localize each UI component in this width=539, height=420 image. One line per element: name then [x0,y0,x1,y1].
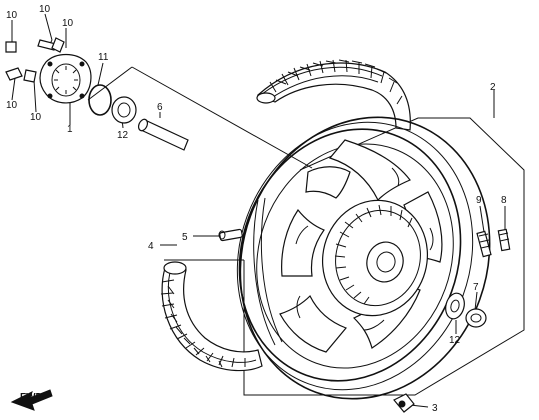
balance-weight-9 [476,230,492,258]
callout-3: 3 [432,403,438,414]
callout-6: 6 [157,102,163,113]
wheel-hub [321,199,429,317]
tire-lower [160,261,263,372]
callout-12-upper: 12 [117,130,129,141]
driven-flange [39,53,92,104]
callout-10-top-left: 10 [6,10,18,21]
callout-9: 9 [476,195,482,206]
callout-10-bottom-center: 10 [30,112,42,123]
wheel-rim [236,116,491,400]
spacer-tube [137,118,189,151]
callout-4: 4 [148,241,154,252]
callout-1: 1 [67,124,73,135]
flange-bolts [5,37,65,83]
callout-10-bottom-left: 10 [6,100,18,111]
callout-12-lower: 12 [449,335,461,346]
balance-weight-8 [497,228,511,252]
o-ring [88,84,112,116]
bearing-upper [111,96,137,124]
callout-8: 8 [501,195,507,206]
tire-upper [256,59,411,131]
tire-upper-tread [269,59,403,105]
hub-cooling-fins [334,204,413,305]
fwd-label: FWD [20,392,43,403]
callout-10-top-right: 10 [62,18,74,29]
valve-cap [393,393,415,413]
bearing-lower [445,292,465,320]
callout-2: 2 [490,82,496,93]
callout-5: 5 [182,232,188,243]
callout-7: 7 [473,282,479,293]
exploded-view-frame [87,66,525,396]
axle-nut [465,308,487,328]
fwd-arrow [10,389,53,411]
valve-stem [218,228,243,242]
callout-11: 11 [98,52,109,63]
callout-numbers: 1 2 3 4 5 6 7 8 9 10 10 10 10 10 11 12 1… [6,4,507,414]
tire-lower-tread [160,279,246,368]
callout-10-top-center: 10 [39,4,51,15]
